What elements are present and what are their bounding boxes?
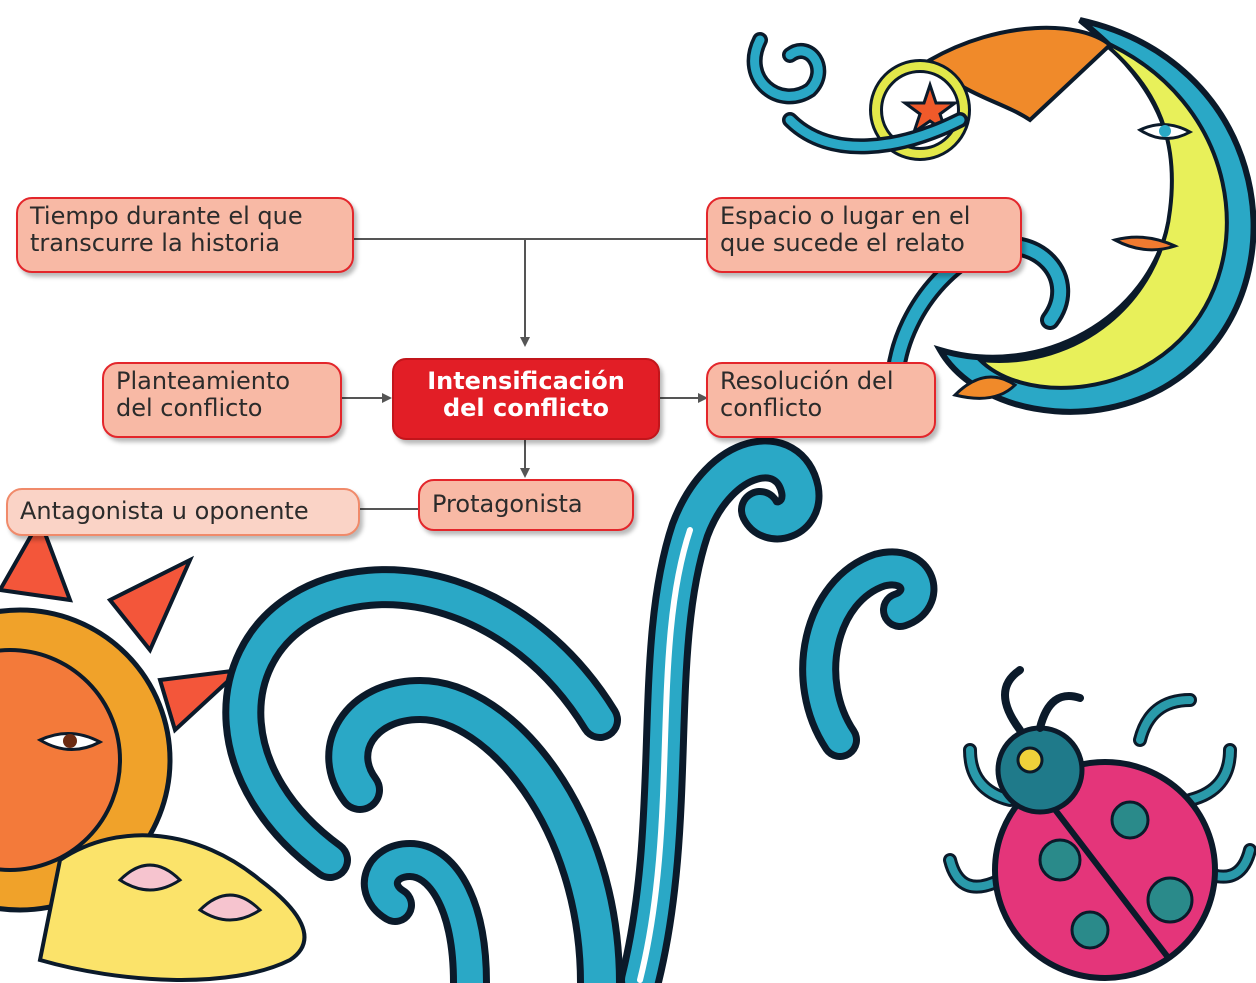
node-planteamiento-line2: del conflicto — [116, 394, 263, 422]
node-antagonista: Antagonista u oponente — [6, 488, 360, 536]
node-intensificacion-line2: del conflicto — [442, 394, 610, 422]
node-tiempo-line2: transcurre la historia — [30, 229, 281, 257]
node-resolucion-line1: Resolución del — [720, 367, 894, 395]
node-protagonista-label: Protagonista — [432, 490, 583, 518]
node-intensificacion-line1: Intensificación — [427, 367, 625, 395]
wave-swirls-illustration — [222, 437, 938, 983]
node-resolucion-line2: conflicto — [720, 394, 823, 422]
node-espacio-line2: que sucede el relato — [720, 229, 965, 257]
node-resolucion: Resolución del conflicto — [706, 362, 936, 438]
ladybug-illustration — [943, 666, 1256, 981]
sun-illustration — [0, 515, 307, 982]
node-tiempo: Tiempo durante el que transcurre la hist… — [16, 197, 354, 273]
node-planteamiento-line1: Planteamiento — [116, 367, 291, 395]
node-planteamiento: Planteamiento del conflicto — [102, 362, 342, 438]
node-tiempo-line1: Tiempo durante el que — [30, 202, 303, 230]
node-protagonista: Protagonista — [418, 479, 634, 531]
node-espacio-line1: Espacio o lugar en el — [720, 202, 971, 230]
node-intensificacion: Intensificación del conflicto — [392, 358, 660, 440]
node-espacio: Espacio o lugar en el que sucede el rela… — [706, 197, 1022, 273]
node-antagonista-label: Antagonista u oponente — [20, 497, 309, 525]
